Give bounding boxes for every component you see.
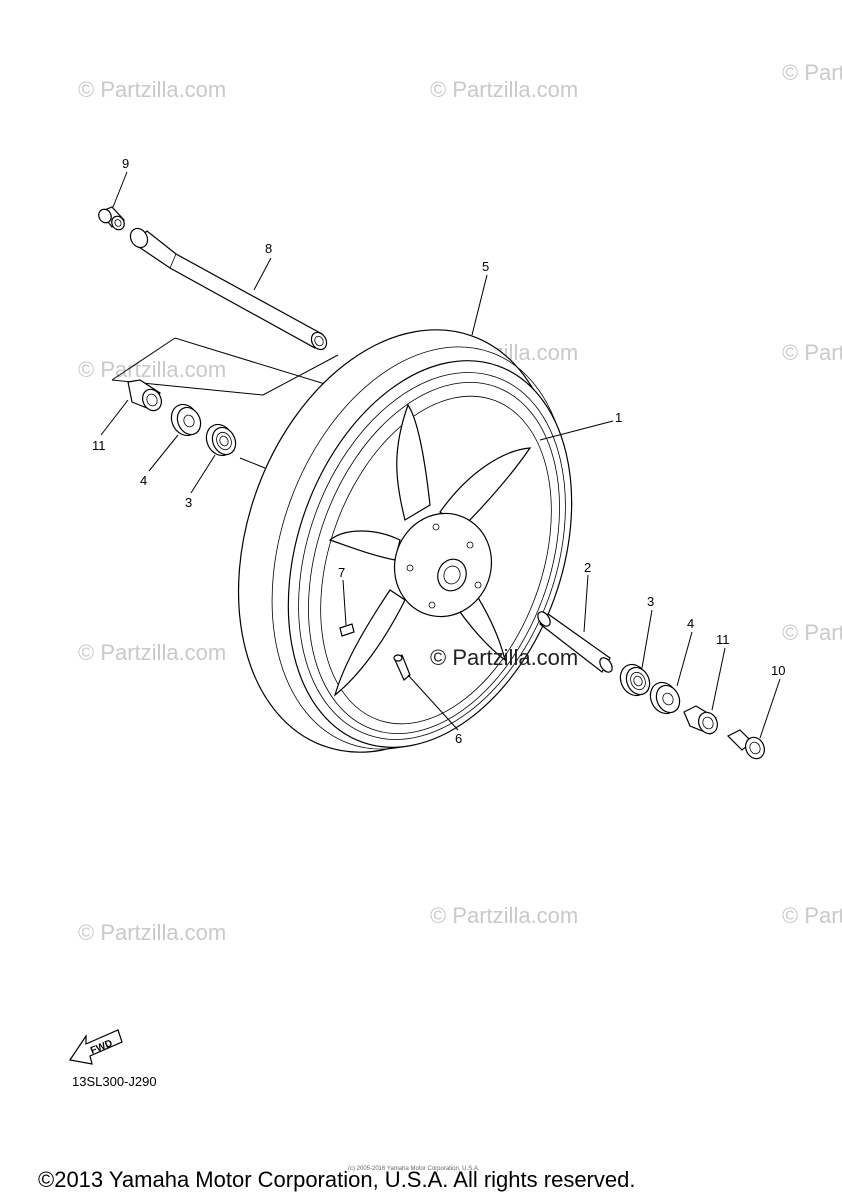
watermark: © Partzilla.com xyxy=(430,903,578,928)
watermark: © Partzilla.com xyxy=(782,340,842,365)
part-4-oil-seal-left xyxy=(170,403,202,437)
leader-lines xyxy=(100,171,781,739)
watermark: © Partzilla.com xyxy=(78,640,226,665)
watermark: © Partzilla.com xyxy=(782,60,842,85)
callout-10: 10 xyxy=(771,663,785,678)
callout-3-right: 3 xyxy=(647,594,654,609)
callout-4-left: 4 xyxy=(140,473,147,488)
callout-4-right: 4 xyxy=(687,616,694,631)
callout-11-right: 11 xyxy=(716,632,730,647)
callout-8: 8 xyxy=(265,241,272,256)
fine-print: (c) 2005-2016 Yamaha Motor Corporation, … xyxy=(348,1166,480,1172)
part-8-axle xyxy=(129,227,328,351)
part-3-bearing-left xyxy=(205,423,237,457)
diagram-code: 13SL300-J290 xyxy=(72,1074,157,1089)
part-4-oil-seal-right xyxy=(649,681,681,715)
watermark: © Partzilla.com xyxy=(78,920,226,945)
callout-2: 2 xyxy=(584,560,591,575)
watermark: © Partzilla.com xyxy=(782,903,842,928)
watermark: © Partzilla.com xyxy=(782,620,842,645)
axle-reference-line xyxy=(239,457,266,469)
callout-11-left: 11 xyxy=(92,438,106,453)
part-2-spacer xyxy=(537,611,613,673)
callout-7: 7 xyxy=(338,565,345,580)
part-9-collar xyxy=(98,206,125,231)
assembly-reference-line xyxy=(111,337,339,396)
callout-1: 1 xyxy=(615,410,622,425)
callout-3-left: 3 xyxy=(185,495,192,510)
watermark: © Partzilla.com xyxy=(78,357,226,382)
callout-9: 9 xyxy=(122,156,129,171)
part-7-balance-weight xyxy=(339,623,355,637)
center-watermark: © Partzilla.com xyxy=(430,645,578,670)
callout-6: 6 xyxy=(455,731,462,746)
part-6-tire-valve xyxy=(393,654,411,681)
copyright-notice: ©2013 Yamaha Motor Corporation, U.S.A. A… xyxy=(38,1167,635,1192)
part-11-collar-left xyxy=(127,379,162,412)
part-1-cast-wheel xyxy=(298,372,566,740)
fwd-arrow-icon: FWD xyxy=(68,1029,123,1065)
watermark: © Partzilla.com xyxy=(78,77,226,102)
watermark: © Partzilla.com xyxy=(430,77,578,102)
part-10-bolt xyxy=(726,729,765,760)
callout-5: 5 xyxy=(482,259,489,274)
part-11-collar-right xyxy=(683,705,718,735)
callout-labels: 9 8 5 1 11 4 3 7 2 3 4 11 10 6 xyxy=(92,156,785,746)
part-3-bearing-right xyxy=(619,663,651,697)
